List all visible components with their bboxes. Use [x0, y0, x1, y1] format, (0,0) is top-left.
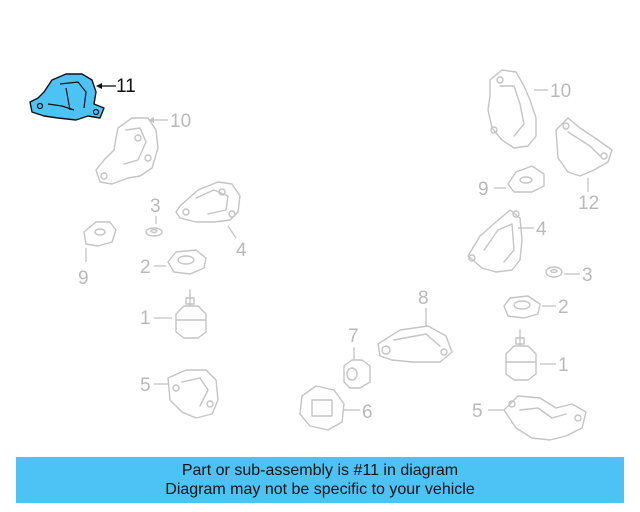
callout-5-left[interactable]: 5: [140, 375, 151, 396]
part-5-right[interactable]: [503, 395, 587, 441]
callout-2-right[interactable]: 2: [558, 297, 569, 318]
part-1-left[interactable]: [175, 289, 207, 339]
callout-11[interactable]: 11: [116, 76, 136, 97]
callout-5-right[interactable]: 5: [472, 401, 483, 422]
part-9-left[interactable]: [83, 221, 117, 247]
callout-6[interactable]: 6: [362, 402, 373, 423]
part-1-right[interactable]: [505, 329, 537, 381]
info-banner: Part or sub-assembly is #11 in diagram D…: [16, 457, 624, 503]
arrow-10a: [148, 117, 154, 123]
callout-4-right[interactable]: 4: [536, 219, 547, 240]
part-11-highlighted[interactable]: [29, 73, 105, 121]
callout-12[interactable]: 12: [578, 193, 599, 214]
part-5-left[interactable]: [167, 369, 219, 419]
part-7[interactable]: [343, 347, 371, 389]
callout-10-right[interactable]: 10: [550, 81, 571, 102]
part-12[interactable]: [555, 117, 613, 177]
callout-9-left[interactable]: 9: [78, 268, 89, 289]
part-4-left[interactable]: [175, 181, 241, 223]
callout-1-left[interactable]: 1: [140, 308, 151, 329]
banner-line-1: Part or sub-assembly is #11 in diagram: [181, 462, 459, 479]
callout-9-right[interactable]: 9: [478, 179, 489, 200]
callout-3-right[interactable]: 3: [582, 265, 593, 286]
banner-line-2: Diagram may not be specific to your vehi…: [165, 481, 475, 498]
callout-3-left[interactable]: 3: [150, 196, 161, 217]
part-10-left[interactable]: [95, 117, 159, 185]
part-3-left[interactable]: [145, 227, 163, 237]
callout-10-left[interactable]: 10: [170, 111, 191, 132]
leader-4a: [227, 225, 237, 239]
callout-8[interactable]: 8: [418, 288, 429, 309]
part-2-left[interactable]: [167, 249, 207, 275]
callout-4-left[interactable]: 4: [236, 240, 247, 261]
arrow-11: [96, 83, 102, 89]
part-6[interactable]: [299, 385, 345, 431]
part-10-right[interactable]: [487, 69, 537, 149]
callout-1-right[interactable]: 1: [558, 355, 569, 376]
part-3-right[interactable]: [545, 266, 563, 278]
part-2-right[interactable]: [503, 295, 541, 319]
part-9-right[interactable]: [507, 165, 545, 193]
callout-2-left[interactable]: 2: [140, 257, 151, 278]
part-4-right[interactable]: [467, 209, 523, 273]
part-8[interactable]: [377, 325, 453, 363]
callout-7[interactable]: 7: [348, 326, 359, 347]
